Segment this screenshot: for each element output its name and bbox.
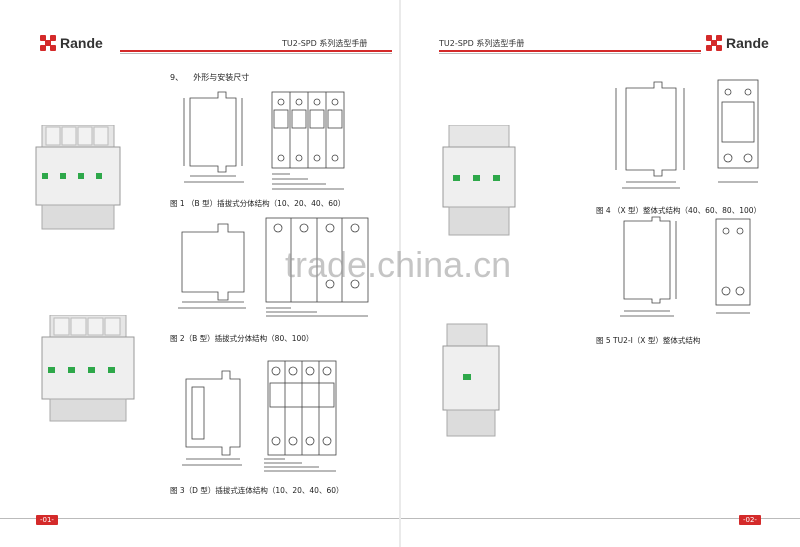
header-title: TU2-SPD 系列选型手册 (282, 39, 368, 48)
book-spine (398, 0, 402, 547)
product-photo-1pole (437, 320, 507, 444)
product-photo-2pole (439, 124, 519, 244)
header-gray-line (120, 53, 392, 54)
figure-5-caption: 图 5 TU2-I（X 型）整体式结构 (596, 336, 701, 345)
header-accent-line (120, 50, 392, 52)
section-heading: 9、 外形与安装尺寸 (170, 73, 250, 82)
figure-3-drawing (168, 355, 388, 475)
figure-2-drawing (168, 212, 388, 322)
rande-logo-icon (40, 35, 56, 51)
page-number: -01- (36, 515, 58, 525)
header-accent-line (439, 50, 701, 52)
brand-name: Rande (60, 35, 103, 51)
figure-5-drawing (596, 215, 786, 325)
figure-4-caption: 图 4 （X 型）整体式结构（40、60、80、100） (596, 206, 762, 215)
figure-4-drawing (596, 78, 786, 198)
figure-2-caption: 图 2（B 型）插拔式分体结构（80、100） (170, 334, 314, 343)
rande-logo-icon (706, 35, 722, 51)
brand-name: Rande (726, 35, 769, 51)
header-gray-line (439, 53, 701, 54)
product-photo-4pole (28, 124, 128, 239)
figure-1-caption: 图 1 （B 型）插拔式分体结构（10、20、40、60） (170, 199, 346, 208)
brand-logo: Rande (40, 35, 103, 51)
figure-3-caption: 图 3（D 型）插拔式连体结构（10、20、40、60） (170, 486, 344, 495)
footer-line (0, 518, 399, 519)
page-number: -02- (739, 515, 761, 525)
product-photo-4pole-large (38, 314, 138, 429)
left-page: Rande TU2-SPD 系列选型手册 9、 外形与安装尺寸 (0, 0, 399, 547)
brand-logo: Rande (706, 35, 769, 51)
figure-1-drawing (168, 88, 388, 193)
header-title: TU2-SPD 系列选型手册 (439, 39, 525, 48)
right-page: TU2-SPD 系列选型手册 Rande (401, 0, 800, 547)
footer-line (401, 518, 800, 519)
